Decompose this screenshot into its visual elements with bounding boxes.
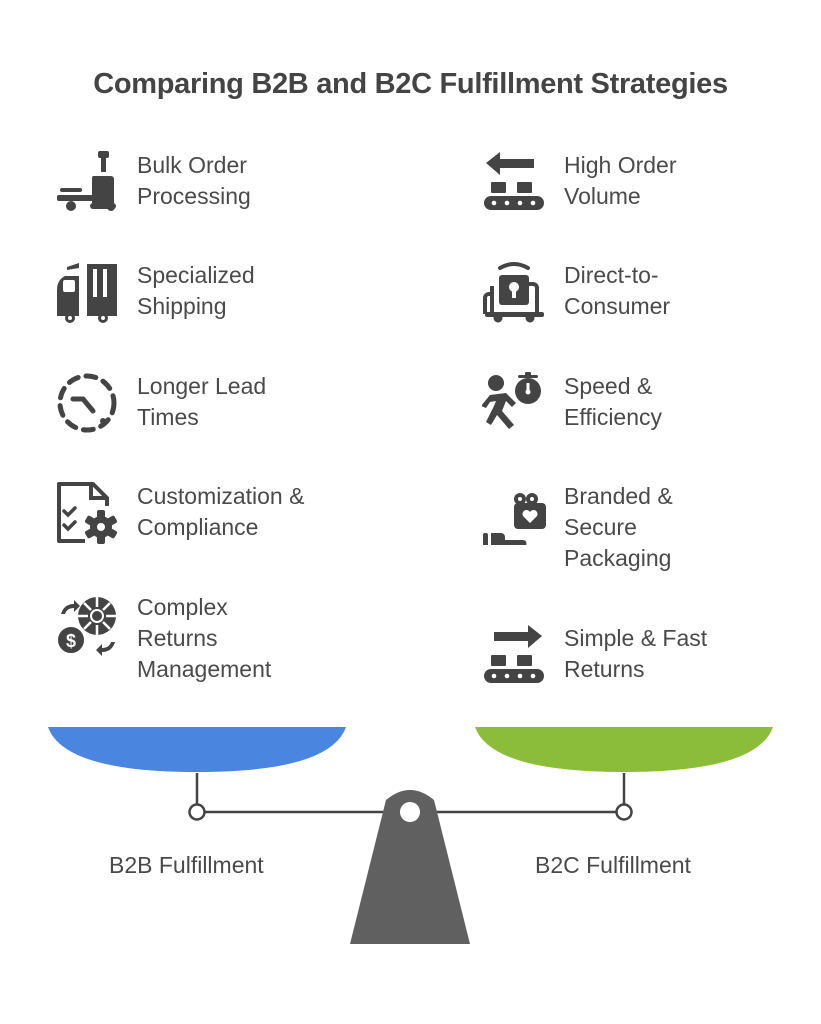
money-gear-cycle-icon: $ xyxy=(55,592,119,656)
b2b-item-label: Complex Returns Management xyxy=(137,594,272,682)
dashed-clock-icon xyxy=(55,371,119,435)
fulcrum-hole xyxy=(400,802,420,822)
b2b-pan xyxy=(48,727,346,772)
b2b-item-label: Specialized Shipping xyxy=(137,262,255,319)
b2b-item-longer-lead-times: Longer Lead Times xyxy=(55,371,266,435)
conveyor-left-arrow-icon xyxy=(482,150,546,214)
b2b-item-label: Customization & Compliance xyxy=(137,483,305,540)
b2b-item-complex-returns: $ Complex Returns Management xyxy=(55,592,271,685)
hand-gift-icon xyxy=(482,481,546,545)
fulcrum xyxy=(350,790,470,944)
b2c-item-label: High Order Volume xyxy=(564,152,677,209)
b2c-item-branded-packaging: Branded & Secure Packaging xyxy=(482,481,673,574)
b2b-item-bulk-order: Bulk Order Processing xyxy=(55,150,251,214)
page-title: Comparing B2B and B2C Fulfillment Strate… xyxy=(93,68,728,100)
b2b-item-label: Longer Lead Times xyxy=(137,373,267,430)
document-checklist-gear-icon xyxy=(55,481,119,545)
runner-stopwatch-icon xyxy=(482,371,546,435)
b2b-item-label: Bulk Order Processing xyxy=(137,152,251,209)
b2c-item-high-order-volume: High Order Volume xyxy=(482,150,676,214)
b2b-pivot xyxy=(188,803,206,821)
b2c-label: B2C Fulfillment xyxy=(535,852,691,878)
b2c-item-label: Speed & Efficiency xyxy=(564,373,663,430)
pallet-jack-icon xyxy=(55,150,119,214)
b2c-item-direct-to-consumer: Direct-to- Consumer xyxy=(482,260,670,324)
b2c-pivot xyxy=(615,803,633,821)
b2c-item-label: Direct-to- Consumer xyxy=(564,262,671,319)
b2c-item-label: Simple & Fast Returns xyxy=(564,625,708,682)
b2c-pan xyxy=(475,727,773,772)
b2b-item-specialized-shipping: Specialized Shipping xyxy=(55,260,255,324)
b2c-item-speed-efficiency: Speed & Efficiency xyxy=(482,371,662,435)
b2b-label: B2B Fulfillment xyxy=(109,852,264,878)
truck-icon xyxy=(55,260,119,324)
conveyor-right-arrow-icon xyxy=(482,623,546,687)
locked-delivery-icon xyxy=(482,260,546,324)
b2c-item-simple-fast-returns: Simple & Fast Returns xyxy=(482,623,707,687)
svg-text:$: $ xyxy=(66,631,76,651)
b2b-item-customization-compliance: Customization & Compliance xyxy=(55,481,304,545)
b2c-item-label: Branded & Secure Packaging xyxy=(564,483,673,571)
